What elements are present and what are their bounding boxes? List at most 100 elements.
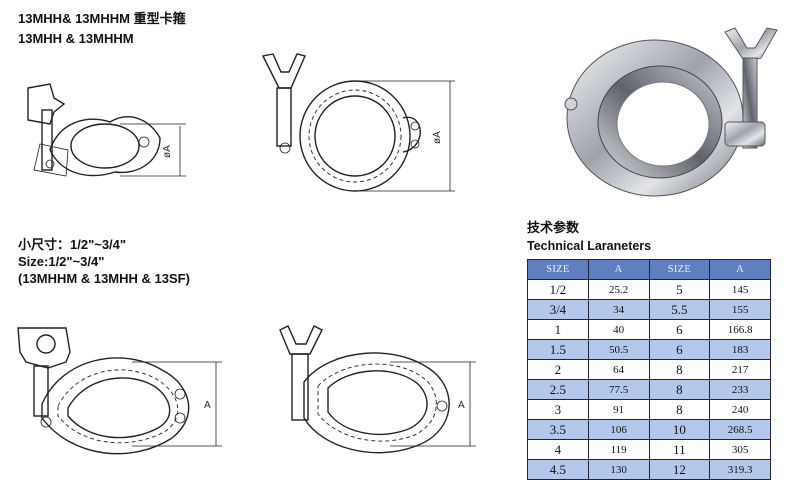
wing-nut-shape [279, 325, 323, 355]
table-row: 4.5 130 12 319.3 [527, 459, 771, 480]
lever-shape [33, 143, 69, 177]
cell-size: 1 [527, 319, 589, 340]
table-row: 3.5 106 10 268.5 [527, 419, 771, 440]
clamp-photo [564, 27, 778, 197]
cell-size: 1.5 [527, 339, 589, 360]
hinge-pin [564, 97, 578, 111]
table-row: 4 119 11 305 [527, 439, 771, 460]
table-row: 3 91 8 240 [527, 399, 771, 420]
lever-pin [40, 416, 52, 428]
cell-a: 50.5 [587, 339, 650, 360]
cell-size: 5 [648, 279, 711, 300]
clamp-drawing-bottom-middle: A [279, 325, 476, 454]
cell-size: 4 [527, 439, 589, 460]
cell-size: 8 [648, 359, 711, 380]
clamp-inner-shape [327, 370, 428, 436]
table-header-row: SIZE A SIZE A [527, 259, 771, 280]
hinge-pin [138, 136, 150, 148]
cell-size: 3/4 [527, 299, 589, 320]
cell-a: 145 [709, 279, 771, 300]
wing-nut-shape [724, 27, 778, 63]
cell-size: 6 [648, 319, 711, 340]
wing-nut-shape [261, 53, 306, 89]
cell-size: 2.5 [527, 379, 589, 400]
cell-a: 64 [587, 359, 650, 380]
cell-a: 77.5 [587, 379, 650, 400]
clamp-drawing-bottom-left: A [17, 327, 222, 455]
cell-a: 183 [709, 339, 771, 360]
clamp-mid-shape [317, 363, 437, 442]
hinge-lobe [402, 116, 421, 153]
dimension-label: A [458, 400, 465, 411]
cell-size: 12 [648, 459, 711, 480]
cell-a: 130 [587, 459, 650, 480]
dimension-label: A [204, 400, 211, 411]
cell-a: 240 [709, 399, 771, 420]
clamp-drawing-top-left: øA [27, 83, 186, 177]
hinge-pin-upper [174, 388, 186, 400]
cell-size: 6 [648, 339, 711, 360]
header-a-2: A [709, 259, 771, 280]
lever-pin [45, 159, 55, 169]
cell-size: 10 [648, 419, 711, 440]
small-size-line-1: 小尺寸：1/2"~3/4" [18, 237, 127, 252]
clamp-inner-bore [70, 123, 140, 169]
header-line-1: 13MHH& 13MHHM 重型卡箍 [18, 11, 186, 26]
cell-size: 4.5 [527, 459, 589, 480]
clamp-mid-ring [308, 89, 402, 183]
cell-a: 91 [587, 399, 650, 420]
tech-title-cn: 技术参数 [527, 220, 580, 235]
cell-size: 8 [648, 379, 711, 400]
header-line-2: 13MHH & 13MHHM [18, 31, 134, 46]
bolt-shape [276, 87, 292, 147]
clamp-mid-shape [57, 369, 179, 444]
hinge-pin-upper [410, 121, 420, 131]
hinge-pin-lower [410, 139, 420, 149]
clamp-drawing-top-middle: øA [261, 53, 455, 192]
cell-size: 8 [648, 399, 711, 420]
cell-a: 233 [709, 379, 771, 400]
clamp-outer-shape [49, 116, 161, 177]
header-size-2: SIZE [648, 259, 711, 280]
bolt-shape [41, 109, 53, 171]
dimension-label: øA [162, 145, 173, 158]
cell-a: 319.3 [709, 459, 771, 480]
header-a-1: A [587, 259, 650, 280]
table-row: 1.5 50.5 6 183 [527, 339, 771, 360]
table-row: 3/4 34 5.5 155 [527, 299, 771, 320]
cell-a: 40 [587, 319, 650, 340]
cell-a: 34 [587, 299, 650, 320]
cell-a: 217 [709, 359, 771, 380]
table-row: 1 40 6 166.8 [527, 319, 771, 340]
small-size-line-3: (13MHHM & 13MHH & 13SF) [18, 271, 190, 286]
clamp-outer-shape [41, 357, 190, 455]
clamp-inner-ring [314, 95, 396, 177]
clamp-outer-ring [299, 80, 411, 192]
cell-size: 3.5 [527, 419, 589, 440]
small-size-line-2: Size:1/2"~3/4" [18, 254, 105, 269]
lever-eye [36, 334, 56, 354]
header-size-1: SIZE [527, 259, 589, 280]
cell-a: 106 [587, 419, 650, 440]
clamp-inner-shape [67, 377, 171, 439]
hinge-block [724, 121, 766, 147]
cell-a: 305 [709, 439, 771, 460]
bolt-pin [279, 142, 291, 154]
tech-title-en: Technical Laraneters [527, 239, 652, 253]
table-row: 2 64 8 217 [527, 359, 771, 380]
cell-a: 155 [709, 299, 771, 320]
cell-a: 119 [587, 439, 650, 460]
bolt-shape [33, 365, 49, 417]
cell-size: 5.5 [648, 299, 711, 320]
spec-table: SIZE A SIZE A 1/2 25.2 5 145 3/4 34 5.5 … [527, 259, 771, 480]
dimension-label: øA [432, 131, 443, 144]
clamp-bore [616, 81, 710, 167]
hinge-pin-lower [174, 412, 186, 424]
cell-a: 268.5 [709, 419, 771, 440]
wing-nut-shape [27, 83, 66, 125]
table-row: 2.5 77.5 8 233 [527, 379, 771, 400]
bolt-shape [291, 353, 309, 421]
cell-size: 1/2 [527, 279, 589, 300]
cell-a: 25.2 [587, 279, 650, 300]
cell-size: 11 [648, 439, 711, 460]
